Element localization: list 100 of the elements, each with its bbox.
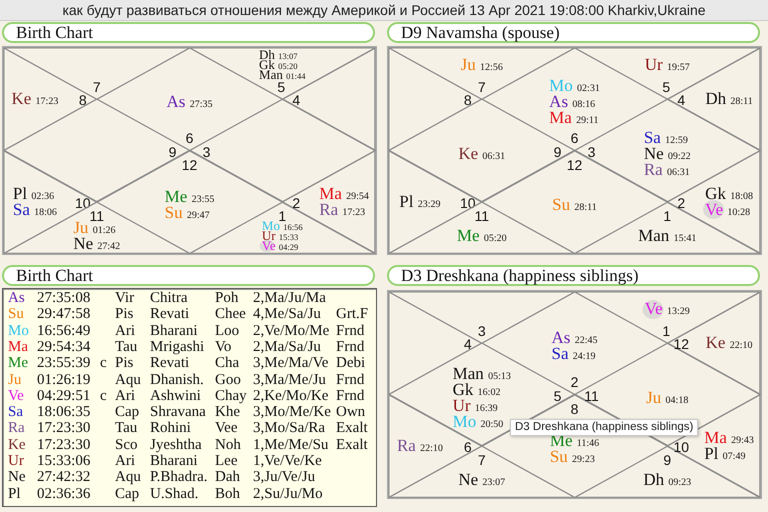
pada-lords: 3,Mo/Me/Ke — [253, 404, 331, 420]
dignity-status: Debi — [336, 355, 366, 372]
pada-lords: 4,Me/Sa/Ju — [253, 306, 321, 322]
planet-position: As 27:35 — [166, 94, 212, 110]
planet-position: Pl 02:36 — [12, 186, 56, 202]
pada-syllable: Dah — [215, 469, 240, 486]
planet-abbreviation: Su — [8, 306, 24, 322]
house-number: 12 — [182, 158, 198, 172]
pada-syllable: Loo — [215, 322, 240, 339]
pada-syllable: Lee — [215, 453, 238, 469]
dignity-status: Frnd — [336, 338, 364, 355]
house-number: 1 — [663, 208, 672, 223]
sign-name: Pis — [115, 355, 134, 372]
planet-abbreviation: Ur — [8, 453, 24, 469]
house-number: 12 — [566, 158, 582, 172]
planet-position: Ra 22:10 — [396, 438, 443, 454]
nakshatra-name: Revati — [150, 355, 190, 372]
house-number: 3 — [478, 324, 486, 338]
pada-lords: 2,Ma/Ju/Ma — [253, 290, 326, 306]
panel-title: Birth Chart — [2, 22, 375, 43]
pada-lords: 3,Ju/Ve/Ju — [253, 469, 316, 486]
house-number: 7 — [478, 452, 486, 467]
planet-position: Sa 12:59 — [644, 130, 689, 146]
planet-position: As 08:16 — [549, 94, 596, 110]
house-number: 5 — [277, 80, 286, 94]
pada-syllable: Goo — [215, 372, 241, 388]
planet-position: Ma 29:11 — [549, 110, 600, 126]
house-number: 6 — [570, 130, 578, 144]
house-number: 5 — [554, 388, 562, 402]
planet-position: Dh 28:11 — [705, 91, 753, 108]
pada-lords: 3,Mo/Sa/Ra — [253, 420, 326, 436]
planet-abbreviation: Ke — [8, 436, 26, 453]
planet-position: Gk 16:02 — [452, 382, 502, 398]
pada-syllable: Khe — [215, 404, 240, 420]
planet-position: Ne 09:22 — [644, 146, 691, 162]
sign-name: Aqu — [115, 469, 141, 486]
nakshatra-name: Shravana — [150, 404, 206, 420]
planet-position: Ju 04:18 — [646, 390, 688, 406]
longitude-value: 23:55:39 — [37, 355, 90, 372]
planet-position: Ur 15:33 — [262, 230, 298, 241]
pada-lords: 2,Ke/Mo/Ke — [253, 388, 328, 404]
house-number: 3 — [588, 144, 596, 158]
planet-position: Ve 13:29 — [644, 301, 690, 318]
planet-abbreviation: Sa — [8, 404, 23, 420]
longitude-value: 15:33:06 — [37, 453, 90, 469]
dignity-status: Exalt — [336, 420, 368, 436]
planet-position: Mo 16:56 — [262, 220, 303, 231]
planet-position: Ke 17:23 — [11, 91, 58, 108]
planet-position: Man 15:41 — [638, 228, 696, 244]
house-number: 5 — [662, 80, 670, 94]
sign-name: Ari — [115, 453, 135, 469]
house-number: 6 — [464, 440, 472, 454]
planet-position: Dh 13:07 — [259, 50, 299, 60]
planet-abbreviation: Me — [8, 355, 28, 372]
panel-title: D3 Dreshkana (happiness siblings) — [387, 265, 760, 286]
planet-position: Mo 20:50 — [452, 414, 504, 430]
planet-position: Ur 19:57 — [644, 57, 690, 74]
house-number: 8 — [570, 402, 578, 416]
planet-position: Ur 16:39 — [452, 398, 499, 414]
planet-position: As 22:45 — [552, 330, 598, 346]
window-title: как будут развиваться отношения между Америкой и Россией 13 Apr 2021 19:08:00 Kharkiv,Ukraine — [62, 2, 706, 18]
nakshatra-name: Revati — [150, 306, 190, 322]
retrograde-mark: c — [100, 388, 107, 404]
planet-position: Ra 17:23 — [319, 202, 366, 218]
house-number: 8 — [464, 93, 472, 108]
longitude-value: 01:26:19 — [37, 372, 90, 388]
panel-title: D9 Navamsha (spouse) — [387, 22, 760, 43]
sign-name: Pis — [115, 306, 134, 322]
planet-position: Su 29:47 — [164, 204, 211, 221]
pada-lords: 3,Me/Ma/Ve — [253, 355, 328, 372]
nakshatra-name: Bharani — [150, 453, 198, 469]
nakshatra-name: Ashwini — [150, 388, 201, 404]
pada-lords: 2,Ve/Mo/Me — [253, 322, 330, 339]
planet-position: Mo 02:31 — [549, 78, 600, 94]
planet-position: Pl 07:49 — [704, 446, 746, 462]
pada-syllable: Chee — [215, 306, 246, 322]
planet-position: Ma 29:43 — [704, 430, 754, 446]
nakshatra-name: Rohini — [150, 420, 191, 436]
longitude-value: 02:36:36 — [37, 486, 90, 502]
planet-position: Man 05:13 — [452, 366, 511, 382]
pada-syllable: Vee — [215, 420, 238, 436]
house-number: 10 — [673, 440, 690, 454]
planet-position: Ve 10:28 — [705, 202, 752, 218]
planet-position: Dh 09:23 — [643, 472, 692, 488]
house-number: 11 — [584, 388, 599, 402]
sign-name: Tau — [115, 338, 138, 355]
house-number: 2 — [677, 196, 686, 210]
house-number: 9 — [554, 144, 562, 158]
planet-abbreviation: Ma — [8, 338, 28, 355]
planet-position: Ne 27:42 — [73, 236, 120, 252]
nakshatra-name: U.Shad. — [150, 486, 198, 502]
house-number: 9 — [168, 144, 176, 158]
house-number: 9 — [663, 452, 672, 467]
pada-syllable: Chay — [215, 388, 247, 404]
tooltip: D3 Dreshkana (happiness siblings) — [510, 419, 698, 436]
house-number: 4 — [292, 93, 300, 108]
dignity-status: Exalt — [336, 436, 368, 453]
planet-abbreviation: Ra — [8, 420, 25, 436]
planet-position: Me 05:20 — [456, 228, 507, 244]
house-number: 1 — [662, 324, 670, 338]
